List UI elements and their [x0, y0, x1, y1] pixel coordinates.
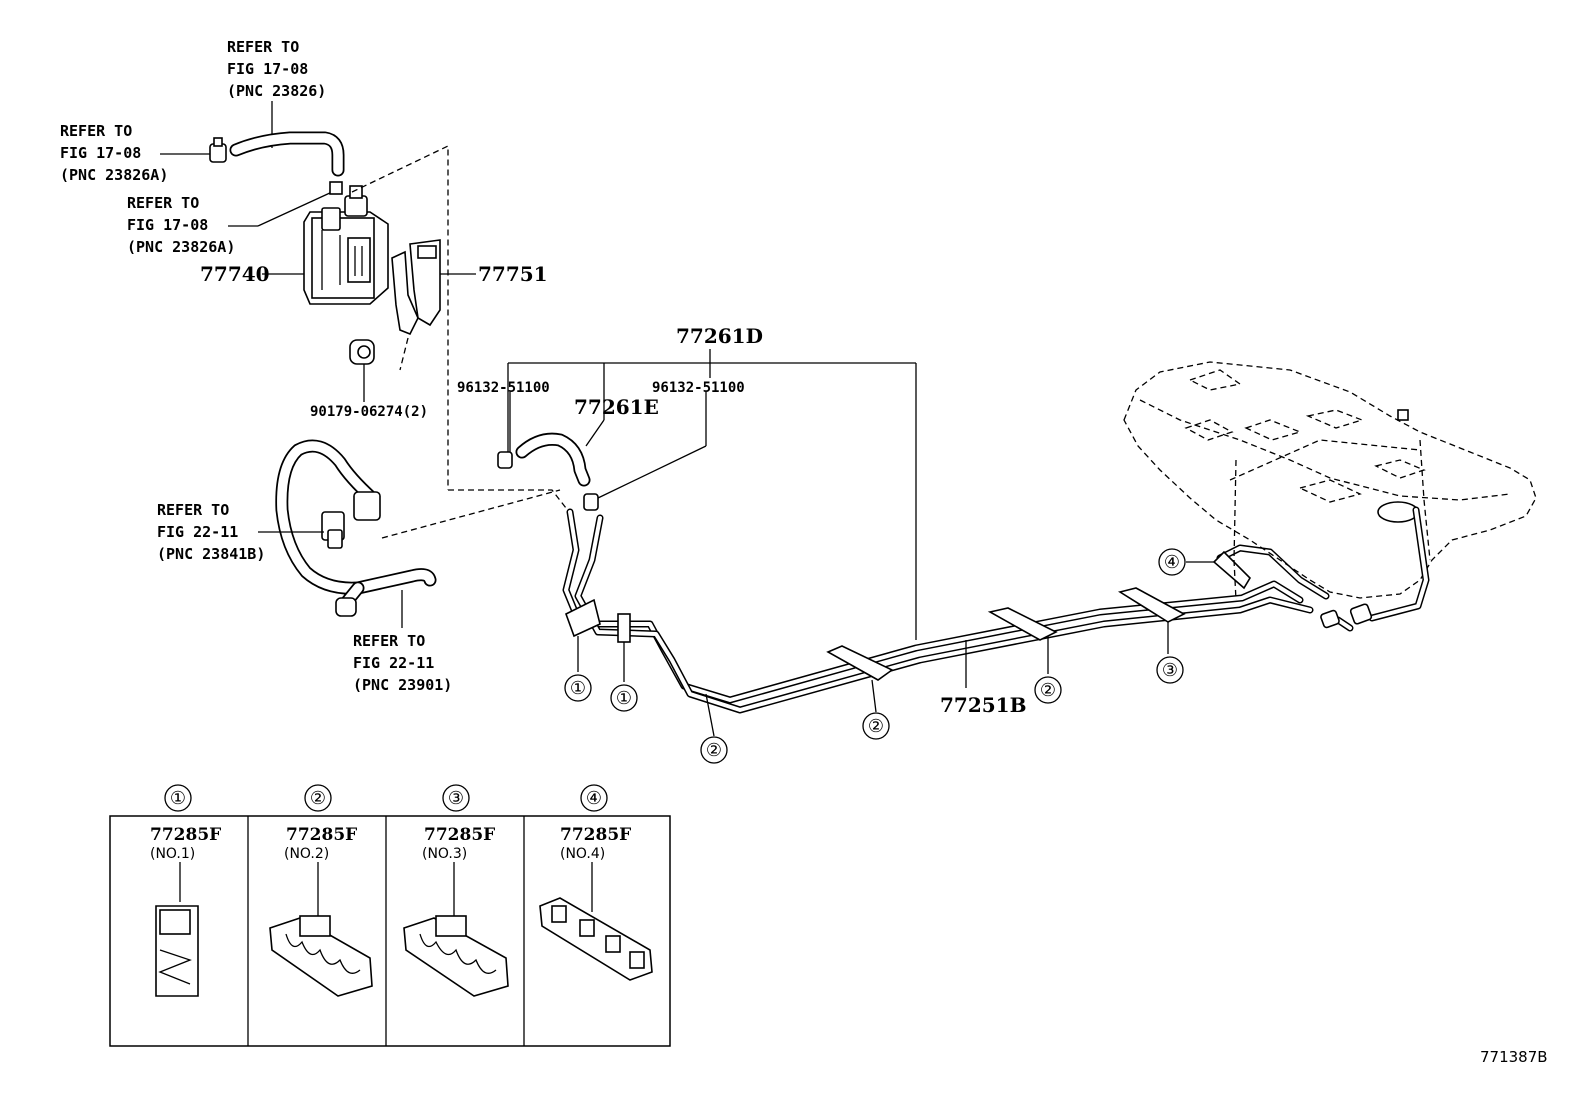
fuel-tube-lines [562, 508, 1330, 714]
svg-text:(NO.1): (NO.1) [150, 846, 195, 862]
svg-text:FIG 17-08: FIG 17-08 [127, 216, 208, 234]
part-hose-number: 77261E [574, 395, 659, 419]
svg-text:④: ④ [586, 788, 602, 809]
vent-hose [229, 131, 345, 177]
clamp-table-col-3: ③ 77285F (NO.3) [403, 784, 509, 997]
filler-connector-icon [321, 491, 381, 617]
svg-text:FIG 22-11: FIG 22-11 [157, 523, 238, 541]
svg-text:②: ② [868, 716, 884, 737]
tank-connector-icon [1320, 603, 1373, 629]
svg-text:REFER TO: REFER TO [60, 122, 132, 140]
ref-filler-clamp-label: REFER TO FIG 22-11 (PNC 23841B) [157, 501, 265, 563]
svg-text:REFER TO: REFER TO [127, 194, 199, 212]
callout-3: ③ [1156, 656, 1184, 684]
svg-text:REFER TO: REFER TO [157, 501, 229, 519]
fuel-hose [515, 432, 591, 487]
svg-text:②: ② [706, 740, 722, 761]
hose-clamp-b-icon [583, 493, 599, 511]
svg-text:①: ① [170, 788, 186, 809]
ref-hose-top-label: REFER TO FIG 17-08 (PNC 23826) [227, 38, 326, 100]
filler-breather-hose [275, 439, 437, 611]
clamp-table-col-4: ④ 77285F (NO.4) [539, 784, 653, 981]
callout-4: ④ [1158, 548, 1186, 576]
callout-1a: ① [564, 674, 592, 702]
svg-text:③: ③ [1162, 660, 1178, 681]
svg-text:③: ③ [448, 788, 464, 809]
part-canister-number: 77740 [200, 262, 270, 286]
part-clamp-b-number: 96132-51100 [652, 380, 745, 396]
cushion-grommet [349, 339, 375, 365]
svg-text:(PNC 23826A): (PNC 23826A) [60, 166, 168, 184]
hose-clamp-a-icon [497, 451, 513, 469]
svg-text:(PNC 23841B): (PNC 23841B) [157, 545, 265, 563]
svg-text:①: ① [616, 688, 632, 709]
tube-clamp-2b [987, 607, 1058, 641]
part-bracket-number: 77751 [478, 262, 548, 286]
tube-clamp-1b [617, 613, 631, 643]
svg-text:FIG 17-08: FIG 17-08 [227, 60, 308, 78]
clamp-table-col-1: ① 77285F (NO.1) [150, 784, 221, 997]
part-fuel-tube-number: 77251B [940, 693, 1026, 717]
svg-text:FIG 17-08: FIG 17-08 [60, 144, 141, 162]
callout-1b: ① [610, 684, 638, 712]
ref-canister-port-label: REFER TO FIG 17-08 (PNC 23826A) [127, 194, 235, 256]
tube-clamp-1a [565, 598, 601, 638]
svg-text:77285F: 77285F [560, 825, 631, 845]
svg-text:②: ② [310, 788, 326, 809]
charcoal-canister [303, 181, 389, 305]
svg-text:(PNC 23901): (PNC 23901) [353, 676, 452, 694]
svg-text:②: ② [1040, 680, 1056, 701]
svg-text:(NO.4): (NO.4) [560, 846, 605, 862]
svg-text:(NO.3): (NO.3) [422, 846, 467, 862]
diagram-id: 771387B [1480, 1048, 1548, 1066]
svg-text:(PNC 23826): (PNC 23826) [227, 82, 326, 100]
tank-sender-lines [1334, 506, 1430, 632]
tube-clamp-3 [1117, 587, 1186, 623]
svg-text:77285F: 77285F [424, 825, 495, 845]
svg-text:(PNC 23826A): (PNC 23826A) [127, 238, 235, 256]
svg-text:77285F: 77285F [286, 825, 357, 845]
svg-text:REFER TO: REFER TO [227, 38, 299, 56]
clamp-table-col-2: ② 77285F (NO.2) [269, 784, 373, 997]
tube-clamp-2a [826, 645, 894, 681]
svg-text:FIG 22-11: FIG 22-11 [353, 654, 434, 672]
svg-text:④: ④ [1164, 552, 1180, 573]
ref-clamp-left-label: REFER TO FIG 17-08 (PNC 23826A) [60, 122, 168, 184]
svg-text:REFER TO: REFER TO [353, 632, 425, 650]
svg-text:(NO.2): (NO.2) [284, 846, 329, 862]
part-clamp-a-number: 96132-51100 [457, 380, 550, 396]
ref-filler-pipe-label: REFER TO FIG 22-11 (PNC 23901) [353, 632, 452, 694]
hose-clamp-icon [209, 137, 227, 163]
part-cushion-number: 90179-06274(2) [310, 404, 428, 420]
canister-bracket [391, 239, 441, 336]
tube-clamp-4 [1212, 550, 1252, 590]
callout-2b: ② [862, 712, 890, 740]
callout-2a: ② [700, 736, 728, 764]
svg-text:①: ① [570, 678, 586, 699]
svg-text:77285F: 77285F [150, 825, 221, 845]
part-tube-assembly-number: 77261D [676, 324, 763, 348]
fuel-tank-outline [1123, 361, 1537, 601]
callout-2c: ② [1034, 676, 1062, 704]
